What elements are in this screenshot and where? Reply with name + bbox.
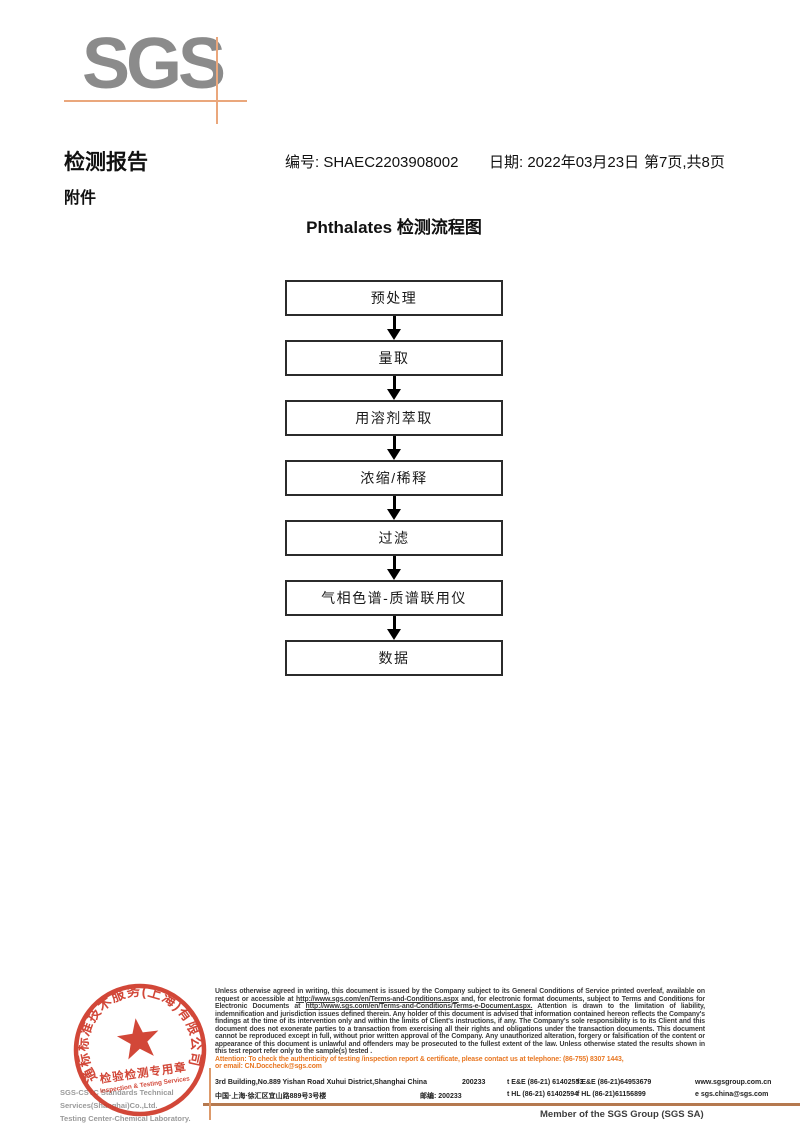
- attention-line2: or email: CN.Doccheck@sgs.com: [215, 1063, 322, 1070]
- report-number-value: SHAEC2203908002: [323, 154, 459, 171]
- flow-step-gcms: 气相色谱-质谱联用仪: [285, 580, 503, 616]
- flow-step-solvent-extraction: 用溶剂萃取: [285, 400, 503, 436]
- flowchart: 预处理 量取 用溶剂萃取 浓缩/稀释 过滤 气相色谱-质谱联用仪 数据: [285, 280, 503, 676]
- legal-disclaimer: Unless otherwise agreed in writing, this…: [215, 988, 705, 1055]
- report-date: 日期: 2022年03月23日: [489, 151, 639, 172]
- flow-step-measure: 量取: [285, 340, 503, 376]
- attachment-label: 附件: [64, 190, 97, 207]
- tel-cn: t HL (86-21) 61402594: [507, 1091, 579, 1098]
- report-date-value: 2022年03月23日: [527, 154, 640, 171]
- postcode-cn: 邮编: 200233: [420, 1093, 462, 1100]
- flow-step-pretreatment: 预处理: [285, 280, 503, 316]
- down-arrow-icon: [387, 556, 401, 580]
- address-en: 3rd Building,No.889 Yishan Road Xuhui Di…: [215, 1079, 427, 1086]
- flow-step-filter: 过滤: [285, 520, 503, 556]
- flow-step-data: 数据: [285, 640, 503, 676]
- address-cn: 中国·上海·徐汇区宜山路889号3号楼: [215, 1093, 327, 1100]
- down-arrow-icon: [387, 436, 401, 460]
- logo-crosshair-vertical-line: [216, 37, 218, 124]
- address-row-en: 3rd Building,No.889 Yishan Road Xuhui Di…: [215, 1079, 800, 1090]
- attention-line1: Attention: To check the authenticity of …: [215, 1055, 624, 1063]
- footer-crosshair-vertical-line: [209, 1068, 211, 1120]
- email: e sgs.china@sgs.com: [695, 1091, 769, 1098]
- report-title: 检测报告: [64, 151, 148, 174]
- address-row-cn: 中国·上海·徐汇区宜山路889号3号楼 邮编: 200233 t HL (86-…: [215, 1091, 800, 1102]
- down-arrow-icon: [387, 316, 401, 340]
- fax-en: f E&E (86-21)64953679: [577, 1079, 652, 1086]
- report-date-label: 日期:: [489, 154, 524, 171]
- footer-rule: [203, 1103, 800, 1106]
- postcode-en: 200233: [462, 1079, 486, 1086]
- flow-step-concentrate-dilute: 浓缩/稀释: [285, 460, 503, 496]
- star-icon: [116, 1018, 159, 1060]
- tel-en: t E&E (86-21) 61402553: [507, 1079, 584, 1086]
- sgs-logo: SGS: [82, 24, 226, 104]
- legal-block: Unless otherwise agreed in writing, this…: [215, 988, 705, 1071]
- footer-member-text: Member of the SGS Group (SGS SA): [540, 1109, 704, 1120]
- flowchart-title: Phthalates 检测流程图: [306, 218, 482, 237]
- report-number: 编号: SHAEC2203908002: [285, 151, 458, 172]
- down-arrow-icon: [387, 496, 401, 520]
- down-arrow-icon: [387, 376, 401, 400]
- website: www.sgsgroup.com.cn: [695, 1079, 772, 1086]
- company-seal-stamp: 通标标准技术服务(上海)有限公司 检验检测专用章 Inspection & Te…: [66, 974, 207, 1117]
- report-number-label: 编号:: [285, 154, 320, 171]
- page-indicator: 第7页,共8页: [644, 154, 725, 171]
- logo-crosshair-horizontal-line: [64, 100, 247, 102]
- company-name-line2: Testing Center-Chemical Laboratory.: [60, 1114, 191, 1123]
- fax-cn: f HL (86-21)61156899: [577, 1091, 646, 1098]
- down-arrow-icon: [387, 616, 401, 640]
